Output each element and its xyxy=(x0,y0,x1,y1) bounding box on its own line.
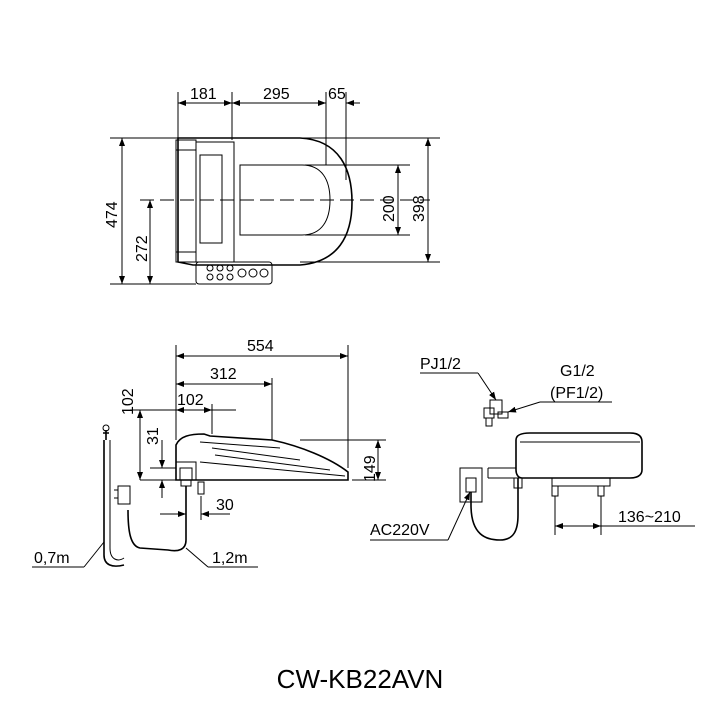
dim-length: 554 xyxy=(247,338,274,355)
power-cord xyxy=(103,430,125,567)
dim-center: 272 xyxy=(134,235,151,262)
dim-pipe-offset: 102 xyxy=(177,392,204,409)
dim-rear: 181 xyxy=(190,86,217,103)
top-view: 181 295 65 474 272 200 398 xyxy=(104,86,440,285)
dim-depth: 398 xyxy=(411,195,428,222)
seat-outline xyxy=(177,137,353,266)
thread-label-alt: (PF1/2) xyxy=(550,385,603,402)
side-hose xyxy=(127,486,187,552)
side-body xyxy=(175,433,349,481)
thread-label: G1/2 xyxy=(560,363,595,380)
dim-small: 31 xyxy=(145,427,162,445)
dim-bowl: 200 xyxy=(381,195,398,222)
cord-length: 0,7m xyxy=(34,550,70,567)
dim-front: 65 xyxy=(328,86,346,103)
dim-mount: 312 xyxy=(210,366,237,383)
dim-hose-gap: 30 xyxy=(216,497,234,514)
dim-mid: 295 xyxy=(263,86,290,103)
dim-height: 149 xyxy=(362,455,379,482)
inlet-label: PJ1/2 xyxy=(420,356,461,373)
rear-body xyxy=(515,432,643,479)
rear-view: PJ1/2 G1/2 (PF1/2) AC220V 136~210 xyxy=(370,356,695,541)
rear-hose xyxy=(470,478,519,541)
power-label: AC220V xyxy=(370,522,430,539)
hose-length: 1,2m xyxy=(212,550,248,567)
control-panel xyxy=(195,261,273,285)
side-view: 554 312 102 102 31 149 30 0,7m xyxy=(32,338,386,568)
dim-total-width: 474 xyxy=(104,201,121,228)
model-name: CW-KB22AVN xyxy=(277,664,444,694)
rear-housing xyxy=(175,139,197,263)
dim-pipe-height: 102 xyxy=(120,388,137,415)
mount-range: 136~210 xyxy=(618,509,681,526)
